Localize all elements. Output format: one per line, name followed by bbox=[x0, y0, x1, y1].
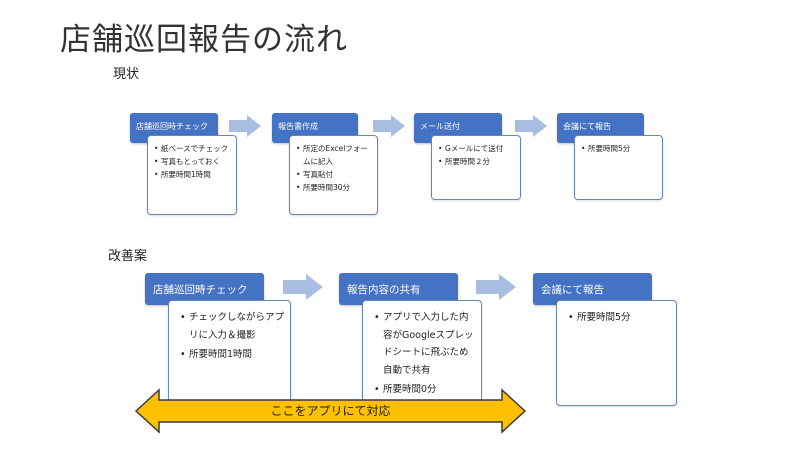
app-coverage-banner-arrow bbox=[134, 388, 527, 434]
current-step-1-item-3: 所要時間1時間 bbox=[154, 168, 232, 181]
improved-arrow-2 bbox=[476, 274, 516, 300]
page-title: 店舗巡回報告の流れ bbox=[60, 22, 348, 58]
current-step-2-item-2: 写真貼付 bbox=[296, 168, 373, 181]
improved-step-3-title: 会議にて報告 bbox=[533, 273, 652, 305]
improved-step-3-item-1: 所要時間5分 bbox=[568, 309, 670, 327]
improved-step-1-title: 店舗巡回時チェック bbox=[145, 273, 264, 305]
app-coverage-banner bbox=[134, 388, 527, 434]
current-arrow-1 bbox=[229, 115, 261, 137]
current-step-3-item-1: Gメールにて送付 bbox=[438, 142, 516, 155]
improved-step-2-item-1: アプリで入力した内容がGoogleスプレッドシートに飛ぶため自動で共有 bbox=[374, 309, 475, 379]
improved-arrow-2-shape bbox=[476, 274, 516, 300]
current-section-label: 現状 bbox=[113, 67, 140, 82]
improved-step-3-details: 所要時間5分 bbox=[556, 300, 677, 406]
improved-step-1-details: チェックしながらアプリに入力＆撮影 所要時間1時間 bbox=[168, 300, 291, 402]
improved-arrow-1 bbox=[283, 274, 323, 300]
current-step-1-item-2: 写真もとっておく bbox=[154, 155, 232, 168]
current-step-4-details: 所要時間5分 bbox=[574, 135, 663, 200]
current-step-1-item-1: 紙ベースでチェック bbox=[154, 142, 232, 155]
current-step-3-details: Gメールにて送付 所要時間２分 bbox=[431, 135, 521, 200]
current-step-2-item-3: 所要時間30分 bbox=[296, 181, 373, 194]
current-step-1-details: 紙ベースでチェック 写真もとっておく 所要時間1時間 bbox=[147, 135, 237, 215]
current-arrow-1-shape bbox=[229, 115, 261, 137]
current-arrow-3 bbox=[515, 115, 547, 137]
improved-step-2-title: 報告内容の共有 bbox=[339, 273, 458, 305]
improved-step-1-item-2: 所要時間1時間 bbox=[180, 346, 284, 364]
improved-step-2-details: アプリで入力した内容がGoogleスプレッドシートに飛ぶため自動で共有 所要時間… bbox=[362, 300, 482, 402]
current-arrow-2-shape bbox=[373, 115, 405, 137]
improved-arrow-1-shape bbox=[283, 274, 323, 300]
improved-section-label: 改善案 bbox=[108, 249, 148, 264]
current-arrow-2 bbox=[373, 115, 405, 137]
improved-step-1-item-1: チェックしながらアプリに入力＆撮影 bbox=[180, 309, 284, 344]
current-step-4-item-1: 所要時間5分 bbox=[581, 142, 658, 155]
current-step-2-details: 所定のExcelフォームに記入 写真貼付 所要時間30分 bbox=[289, 135, 378, 215]
current-arrow-3-shape bbox=[515, 115, 547, 137]
app-coverage-banner-label: ここをアプリにて対応 bbox=[270, 404, 391, 418]
current-step-3-item-2: 所要時間２分 bbox=[438, 155, 516, 168]
improved-step-2-item-2: 所要時間0分 bbox=[374, 381, 475, 399]
current-step-2-item-1: 所定のExcelフォームに記入 bbox=[296, 142, 373, 168]
